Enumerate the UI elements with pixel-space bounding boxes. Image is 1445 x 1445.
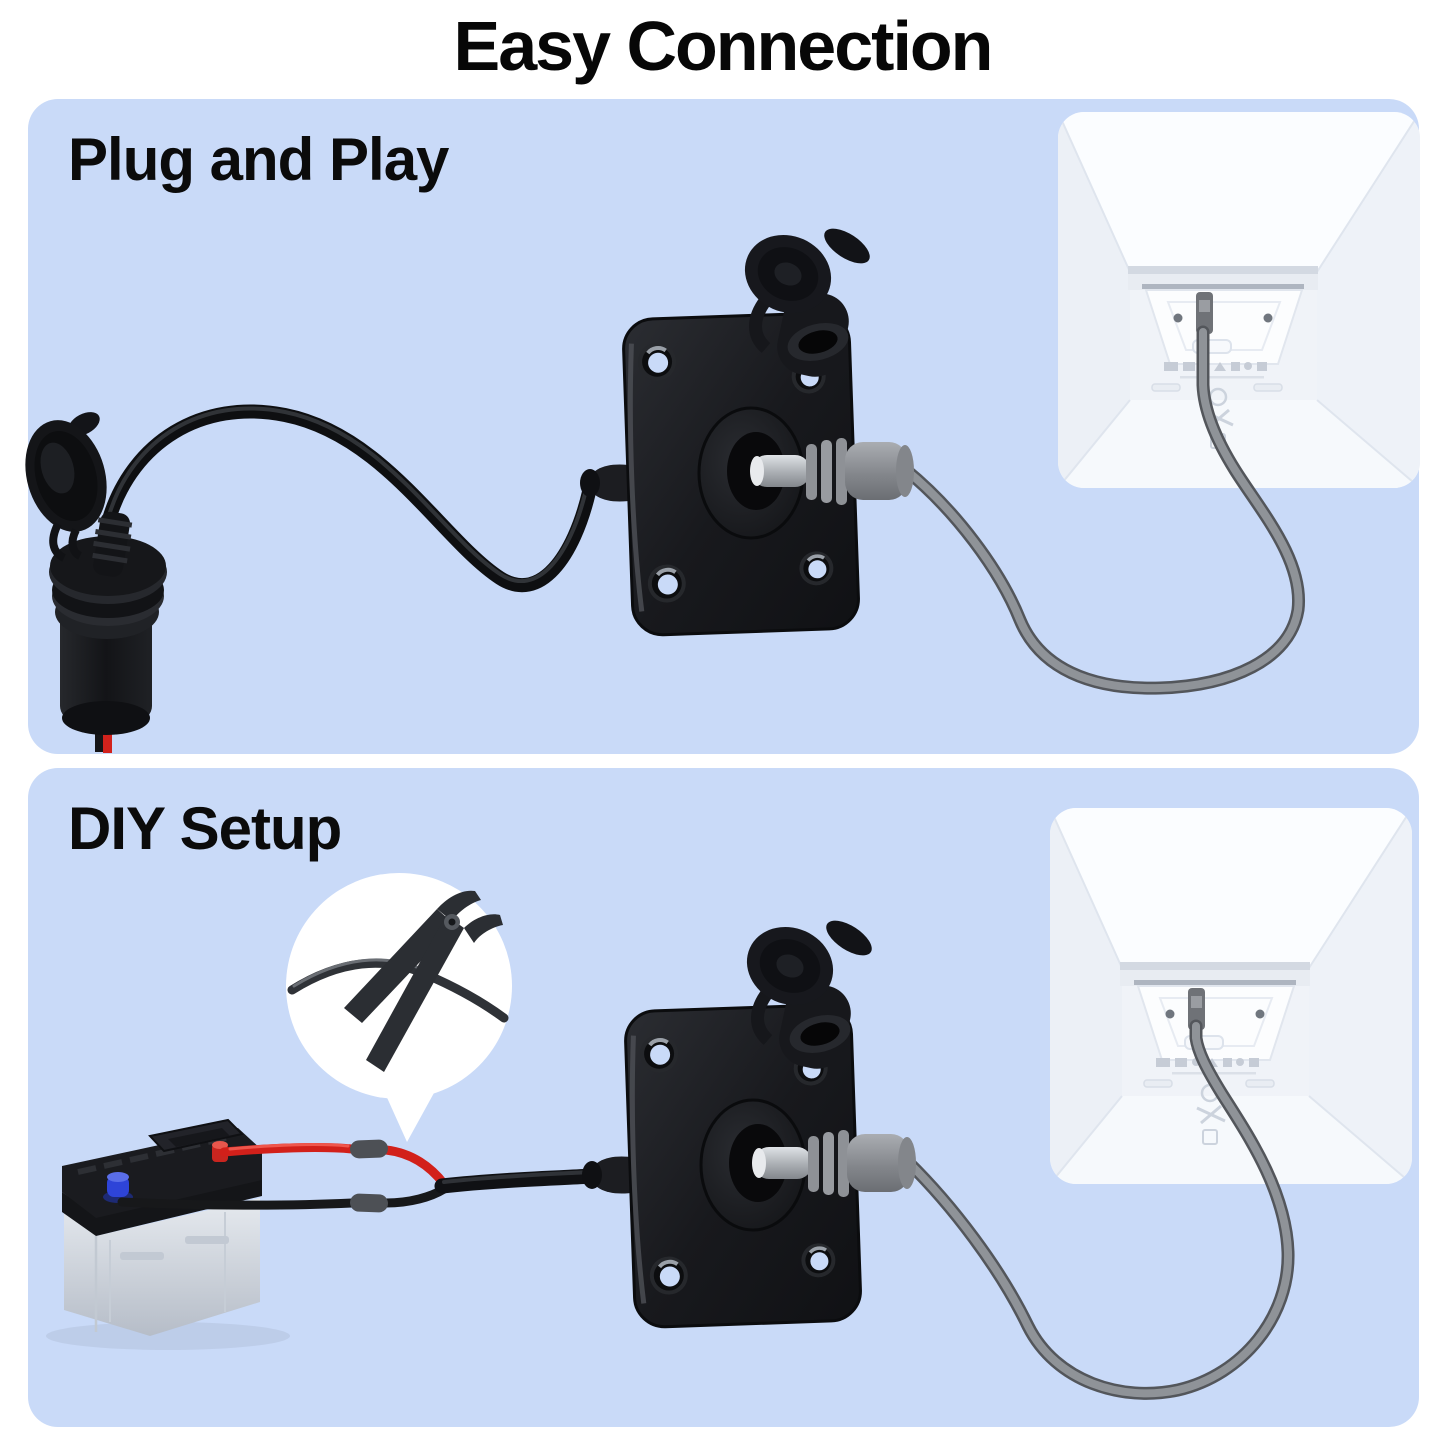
panel-diy-setup: DIY Setup [28, 768, 1419, 1427]
panel-heading-plug-and-play: Plug and Play [68, 126, 449, 193]
panel-heading-diy-setup: DIY Setup [68, 795, 342, 862]
panel-plug-and-play: Plug and Play [28, 99, 1419, 754]
page-title: Easy Connection [453, 7, 994, 85]
